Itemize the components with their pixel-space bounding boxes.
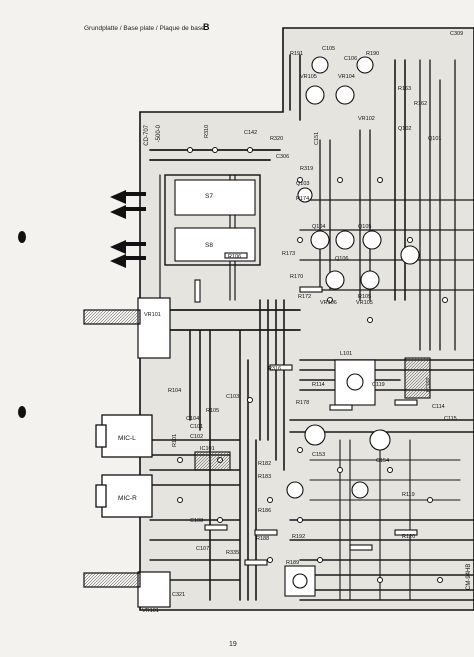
component-label: R191: [290, 51, 303, 57]
component-label: Q106: [335, 256, 348, 262]
component-label: C107: [196, 546, 209, 552]
component-label: R174: [296, 196, 309, 202]
component-label: R163: [398, 86, 411, 92]
component-label: Q103: [296, 181, 309, 187]
component-label: R170: [290, 274, 303, 280]
component-label: R106: [228, 254, 241, 260]
page-caption: Grundplatte / Base plate / Plaque de bas…: [84, 25, 205, 32]
component-label: R183: [258, 474, 271, 480]
component-label: R192: [292, 534, 305, 540]
component-label: Q102: [398, 126, 411, 132]
component-label: C114: [432, 404, 445, 410]
trace-field: [149, 54, 474, 601]
component-label: Q104: [312, 224, 325, 230]
component-label: Q101: [428, 136, 441, 142]
component-label: R310: [204, 125, 210, 138]
component-label: R105: [358, 294, 371, 300]
component-label: R172: [298, 294, 311, 300]
board-model-top: CD-707: [144, 124, 150, 145]
component-label: VR104: [338, 74, 355, 80]
component-label: VR105: [356, 300, 373, 306]
component-label: R173: [282, 251, 295, 257]
component-label: VR106: [320, 300, 337, 306]
component-label: C309: [450, 31, 463, 37]
component-label: R104: [168, 388, 181, 394]
mic-jacks: [95, 414, 153, 518]
component-label: Q105: [358, 224, 371, 230]
component-label: C102: [190, 434, 203, 440]
component-label: VR105: [300, 74, 317, 80]
component-label: C115: [444, 416, 457, 422]
component-label: MIC-L: [118, 435, 136, 442]
board-letter: B: [203, 22, 210, 32]
component-label: R101: [172, 434, 178, 447]
component-label: C106: [344, 56, 357, 62]
component-label: R189: [286, 560, 299, 566]
potentiometers: [83, 297, 171, 608]
board-model-bottom: -500-0: [156, 124, 162, 142]
component-label: R335: [226, 550, 239, 556]
component-label: R114: [312, 382, 325, 388]
component-label: C108: [190, 518, 203, 524]
component-label: R119: [402, 492, 415, 498]
component-label: C105: [322, 46, 335, 52]
component-labels: VR101 VR101 VR105 VR104 VR102 VR106 VR10…: [118, 31, 463, 614]
component-label: C151: [314, 132, 320, 145]
pads: [177, 147, 448, 583]
board-edge-code: CM-94HB: [466, 564, 472, 590]
component-label: R162: [414, 101, 427, 107]
component-label: R105: [206, 408, 219, 414]
component-label: C321: [172, 592, 185, 598]
component-label: R319: [300, 166, 313, 172]
binder-holes: [18, 231, 26, 418]
component-label: L101: [340, 351, 352, 357]
component-label: R190: [366, 51, 379, 57]
component-bodies: [164, 56, 431, 597]
connector-arrows: [110, 190, 146, 268]
component-label: R188: [256, 536, 269, 542]
component-label: R182: [258, 461, 271, 467]
component-label: C104: [186, 416, 199, 422]
component-label: C101: [190, 424, 203, 430]
page-number: 19: [229, 641, 237, 648]
component-label: S7: [205, 193, 213, 200]
component-label: VR102: [358, 116, 375, 122]
component-label: IC102: [426, 377, 432, 392]
component-label: C154: [376, 458, 389, 464]
component-label: R186: [258, 508, 271, 514]
component-label: C103: [226, 394, 239, 400]
component-label: S8: [205, 242, 213, 249]
component-label: R120: [402, 534, 415, 540]
component-label: C153: [312, 452, 325, 458]
component-label: MIC-R: [118, 495, 137, 502]
component-label: R316: [268, 366, 281, 372]
component-label: VR101: [144, 312, 161, 318]
component-label: IC101: [200, 446, 215, 452]
component-label: C142: [244, 130, 257, 136]
component-label: C306: [276, 154, 289, 160]
component-label: VR101: [142, 608, 159, 614]
component-label: C119: [372, 382, 385, 388]
component-label: R178: [296, 400, 309, 406]
component-label: R320: [270, 136, 283, 142]
